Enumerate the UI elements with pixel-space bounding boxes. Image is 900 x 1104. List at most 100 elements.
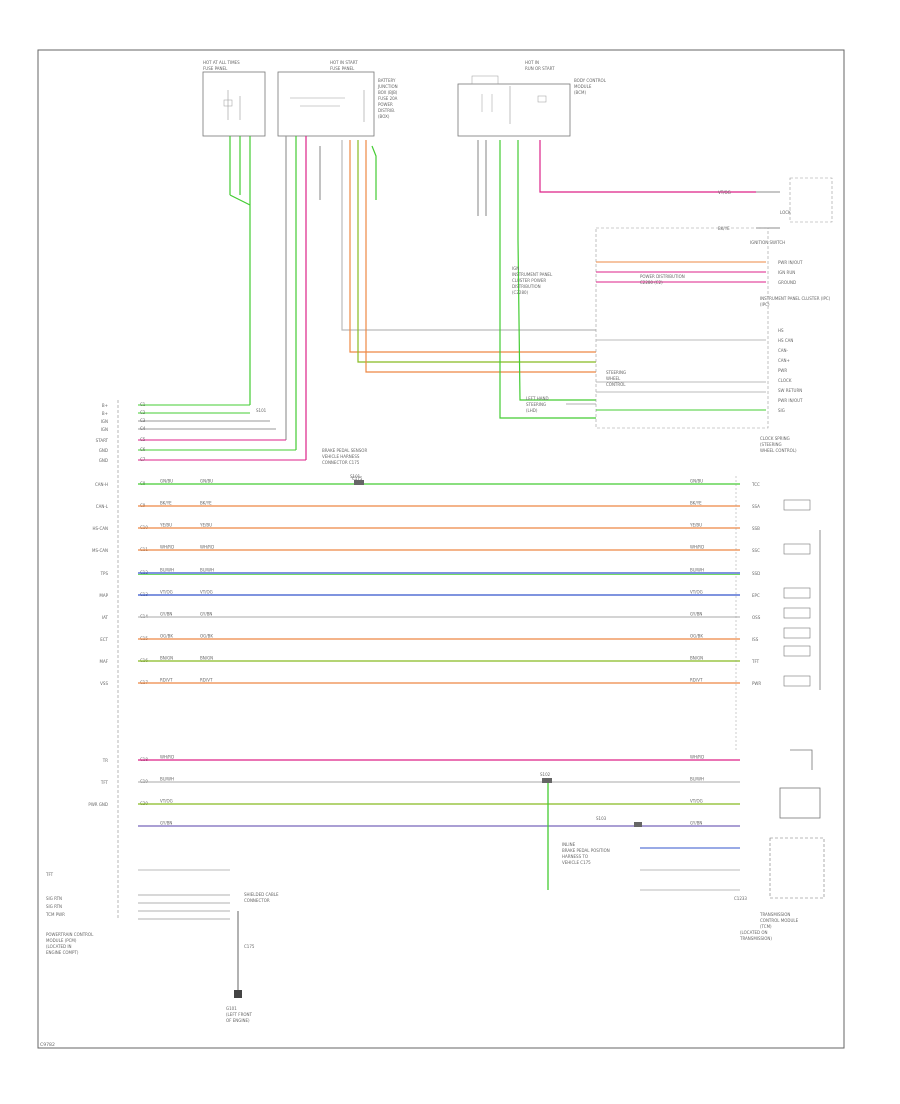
svg-text:SIG RTN: SIG RTN [46,904,62,909]
wire-color-label-mid: GN/BU [200,479,213,484]
instrument-cluster-block: IGN INSTRUMENT PANEL CLUSTER POWER DISTR… [512,227,831,429]
wire-color-label-right: GN/BU [690,479,703,484]
wire-color-label-mid: BN/GN [200,656,213,661]
svg-text:(LOCATED IN: (LOCATED IN [46,944,72,949]
wire-color-label-right: WH/RD [690,755,704,760]
svg-text:RUN OR START: RUN OR START [525,66,555,71]
right-pin-column: C1233 [734,476,825,901]
pcm-pin-number: C6 [140,447,146,452]
svg-text:G101: G101 [226,1006,237,1011]
wire-color-label-left: RD/VT [160,678,173,683]
pcm-pin-name: CAN-H [95,482,108,487]
svg-text:BRAKE PEDAL SENSOR: BRAKE PEDAL SENSOR [322,448,367,453]
svg-text:TRANSMISSION: TRANSMISSION [759,912,790,917]
pcm-pin-number: C7 [140,457,146,462]
pcm-pin-name: B+ [102,403,108,408]
wire-color-label-left: GN/BU [160,479,173,484]
svg-text:CLUSTER POWER: CLUSTER POWER [512,278,546,283]
pcm-pin-name: GND [99,448,108,453]
svg-text:(IPC): (IPC) [760,302,770,307]
svg-text:CONTROL: CONTROL [606,382,626,387]
svg-text:FUSE 20A: FUSE 20A [378,96,398,101]
pcm-pin-name: B+ [102,411,108,416]
svg-text:TCM PWR: TCM PWR [45,912,65,917]
svg-text:WHEEL: WHEEL [606,376,621,381]
svg-text:C175: C175 [352,476,363,481]
pcm-pin-name: CAN-L [96,504,109,509]
svg-text:CAN+: CAN+ [778,358,790,363]
svg-text:CONNECTOR C175: CONNECTOR C175 [322,460,360,465]
pcm-pin-name: MAF [100,659,109,664]
tcm-pin-name: TCC [751,482,760,487]
tcm-callout: TRANSMISSION CONTROL MODULE (TCM) (LOCAT… [739,912,799,941]
wire-color-label-left: OG/BK [160,634,173,639]
svg-text:LOCK: LOCK [780,210,791,215]
wire-color-label-mid: GY/BN [200,612,212,617]
svg-text:SIG: SIG [778,408,785,413]
wire-color-label-right: BU/WH [690,777,704,782]
svg-text:JUNCTION: JUNCTION [377,84,398,89]
pcm-pin-number: C2 [140,410,146,415]
pcm-pin-name: START [96,438,109,443]
svg-text:POWER: POWER [378,102,393,107]
svg-text:(TCM): (TCM) [760,924,772,929]
svg-text:MODULE: MODULE [574,84,592,89]
svg-text:SW RETURN: SW RETURN [778,388,802,393]
svg-text:S101: S101 [256,408,267,413]
pcm-pin-name: TR [102,758,108,763]
svg-text:STEERING: STEERING [606,370,626,375]
pcm-pin-name: ECT [100,637,108,642]
svg-text:INLINE: INLINE [562,842,576,847]
wire-color-label-left: GY/BN [160,821,172,826]
top-left-fuse-module: HOT AT ALL TIMES FUSE PANEL [202,60,266,137]
tcm-pin-name: SSD [752,571,760,576]
wire-color-label-left: VT/OG [160,590,173,595]
top-mid-fuse-module: HOT IN START FUSE PANEL BATTERY JUNCTION… [277,60,398,137]
top-vertical-wires [229,136,756,460]
wire-color-label-left: GY/BN [160,612,172,617]
wire-color-label-right: BN/GN [690,656,703,661]
wire-color-label-right: GY/BN [690,821,702,826]
svg-text:SIG RTN: SIG RTN [46,896,62,901]
pcm-pin-name: TPS [100,571,109,576]
svg-text:(BOX): (BOX) [378,114,390,119]
tcm-pin-name: SSB [752,526,760,531]
svg-text:MODULE (PCM): MODULE (PCM) [46,938,77,943]
pcm-pin-name: VSS [100,681,108,686]
svg-text:HOT AT ALL TIMES: HOT AT ALL TIMES [203,60,240,65]
top-right-bcm-module: HOT IN RUN OR START BODY CONTROL MODULE … [457,60,607,137]
wire-color-label-right: BU/WH [690,568,704,573]
svg-text:HS: HS [778,328,784,333]
svg-text:(STEERING: (STEERING [760,442,782,447]
svg-text:TFT: TFT [45,872,54,877]
svg-text:C2280 (C2): C2280 (C2) [640,280,663,285]
svg-text:C1233: C1233 [734,896,747,901]
pcm-pin-number: C3 [140,418,146,423]
svg-text:FUSE PANEL: FUSE PANEL [330,66,355,71]
tcm-pin-name: ISS [752,637,759,642]
footer-code: C9782 [40,1042,55,1048]
pcm-pin-name: IGN [101,427,108,432]
wire-color-label-left: BU/WH [160,568,174,573]
pcm-pin-name: TFT [100,780,109,785]
wire-color-label-right: GY/BN [690,612,702,617]
svg-text:WHEEL CONTROL): WHEEL CONTROL) [760,448,797,453]
svg-text:GROUND: GROUND [778,280,796,285]
wire-color-label-right: VT/OG [690,590,703,595]
svg-text:S101: S101 [350,474,361,479]
main-signal-wires [138,483,740,891]
svg-text:(BCM): (BCM) [574,90,586,95]
tcm-pin-name: TFT [751,659,760,664]
wire-color-label-mid: BU/WH [200,568,214,573]
clock-spring-block: LEFT HAND STEERING (LHD) STEERING WHEEL … [526,328,803,453]
wire-color-label-left: VT/OG [160,799,173,804]
tcm-pin-name: SSA [752,504,760,509]
svg-text:ENGINE COMPT): ENGINE COMPT) [46,950,79,955]
pcm-pin-name: GND [99,458,108,463]
svg-text:IGN RUN: IGN RUN [778,270,795,275]
svg-text:(LOCATED ON: (LOCATED ON [740,930,767,935]
